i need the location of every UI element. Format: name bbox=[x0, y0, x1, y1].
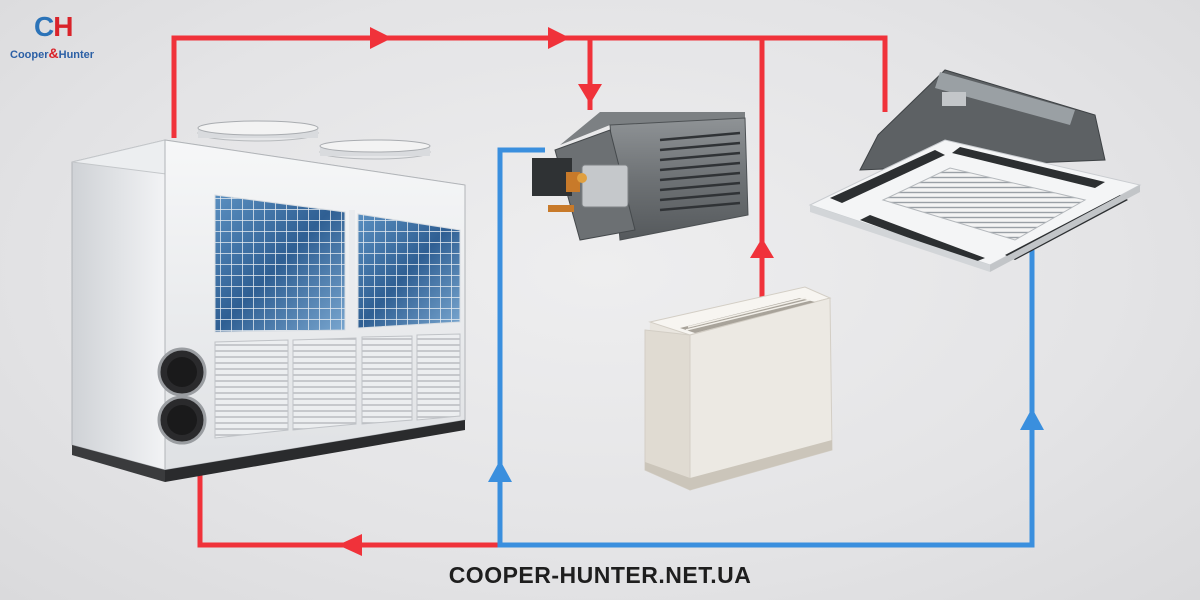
brand-logo: CH Cooper&Hunter bbox=[10, 12, 120, 62]
logo-mark: CH bbox=[34, 11, 73, 42]
logo-mark-c: C bbox=[34, 11, 54, 42]
cassette-fan-coil-icon bbox=[808, 69, 1142, 272]
supply-arrows bbox=[338, 27, 774, 556]
floor-console-fan-coil-icon bbox=[644, 286, 833, 491]
website-url: COOPER-HUNTER.NET.UA bbox=[448, 562, 752, 588]
supply-line bbox=[171, 35, 888, 548]
arrow-icon bbox=[578, 84, 602, 104]
logo-text-left: Cooper bbox=[10, 49, 49, 61]
logo-text-amp: & bbox=[48, 45, 59, 61]
arrow-icon bbox=[338, 534, 362, 556]
chiller-unit-icon bbox=[71, 120, 466, 482]
logo-text-right: Hunter bbox=[58, 49, 95, 61]
logo-mark-h: H bbox=[53, 11, 73, 42]
arrow-icon bbox=[750, 238, 774, 258]
arrow-icon bbox=[1020, 408, 1044, 430]
arrow-icon bbox=[548, 27, 570, 49]
ducted-fan-coil-icon bbox=[532, 112, 749, 241]
return-arrows bbox=[488, 408, 1044, 482]
arrow-icon bbox=[370, 27, 392, 49]
arrow-icon bbox=[488, 460, 512, 482]
logo-text: Cooper&Hunter bbox=[10, 45, 94, 61]
return-line bbox=[497, 147, 1035, 548]
